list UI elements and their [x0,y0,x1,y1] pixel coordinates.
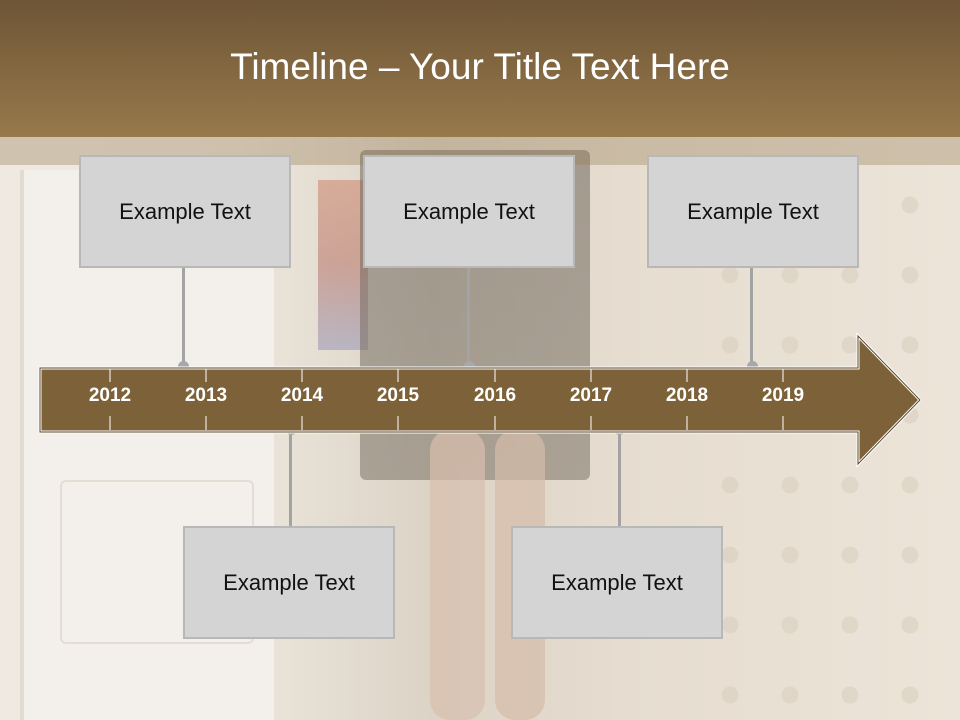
year-label-2013: 2013 [184,385,228,406]
year-label-2018: 2018 [665,385,709,406]
connector-top-2 [467,268,470,366]
event-box-bottom-2: Example Text [511,526,723,639]
event-box-top-3: Example Text [647,155,859,268]
year-ticks [109,369,784,430]
year-label-2014: 2014 [280,385,324,406]
event-box-top-2: Example Text [363,155,575,268]
year-label-2017: 2017 [569,385,613,406]
event-label: Example Text [223,569,355,595]
event-box-bottom-1: Example Text [183,526,395,639]
event-label: Example Text [119,198,251,224]
event-box-top-1: Example Text [79,155,291,268]
year-label-2019: 2019 [761,385,805,406]
year-label-2016: 2016 [473,385,517,406]
event-label: Example Text [551,569,683,595]
event-label: Example Text [687,198,819,224]
title-bar: Timeline – Your Title Text Here [0,0,960,137]
year-label-2015: 2015 [376,385,420,406]
connector-top-1 [182,268,185,366]
event-label: Example Text [403,198,535,224]
connector-bottom-1 [289,430,292,528]
connector-top-3 [750,268,753,366]
year-label-2012: 2012 [88,385,132,406]
connector-bottom-2 [618,430,621,528]
slide-title: Timeline – Your Title Text Here [230,46,730,87]
